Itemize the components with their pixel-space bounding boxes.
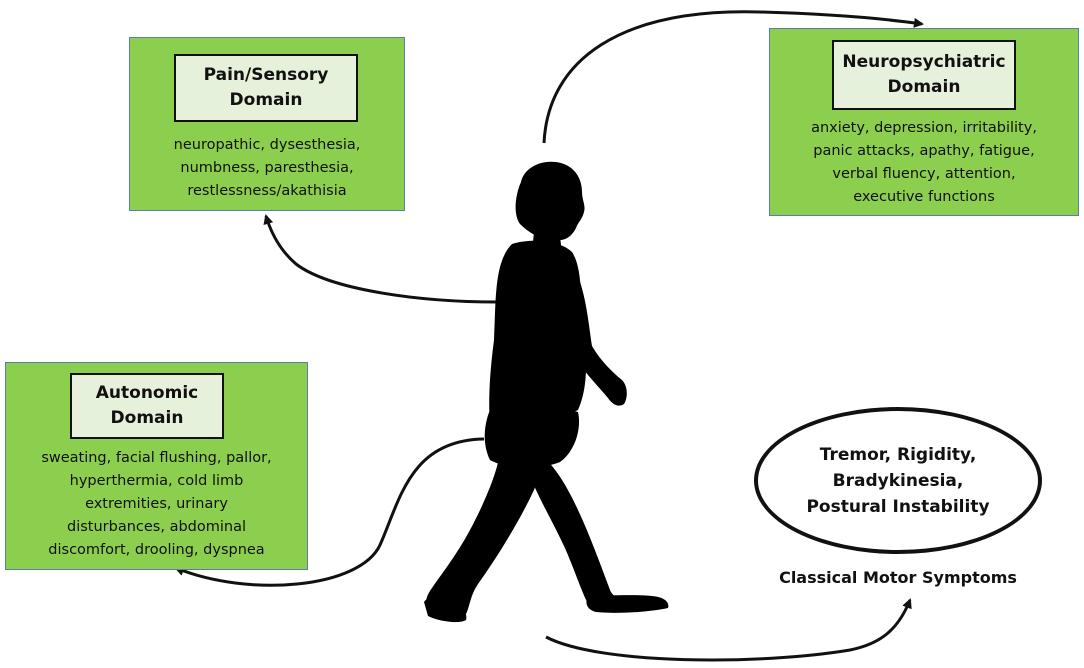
arrow-to-autonomic [174, 437, 485, 587]
symptom-line: neuropathic, dysesthesia, [173, 137, 361, 153]
walking-person-silhouette-icon [424, 161, 669, 623]
pain-sensory-symptoms: neuropathic, dysesthesia, numbness, pare… [130, 134, 404, 203]
title-line: Domain [887, 77, 961, 97]
neuropsychiatric-symptoms: anxiety, depression, irritability, panic… [770, 117, 1078, 209]
symptom-line: panic attacks, apathy, fatigue, [813, 143, 1035, 159]
symptom-line: disturbances, abdominal [67, 519, 246, 535]
symptom-line: sweating, facial flushing, pallor, [41, 450, 272, 466]
autonomic-domain-box: Autonomic Domain sweating, facial flushi… [5, 362, 308, 570]
autonomic-domain-title: Autonomic Domain [70, 373, 224, 439]
symptom-line: executive functions [853, 189, 995, 205]
symptom-line: restlessness/akathisia [187, 183, 347, 199]
title-line: Domain [110, 408, 184, 428]
title-line: Domain [229, 90, 303, 110]
pain-sensory-domain-title: Pain/Sensory Domain [174, 54, 358, 122]
symptom-line: discomfort, drooling, dyspnea [48, 542, 265, 558]
symptom-line: numbness, paresthesia, [180, 160, 354, 176]
title-line: Autonomic [95, 383, 199, 403]
arrow-to-pain-sensory [263, 214, 499, 304]
motor-symptoms-oval: Tremor, Rigidity, Bradykinesia, Postural… [754, 407, 1042, 554]
symptom-line: extremities, urinary [85, 496, 228, 512]
neuropsychiatric-domain-box: Neuropsychiatric Domain anxiety, depress… [769, 28, 1079, 216]
neuropsychiatric-domain-title: Neuropsychiatric Domain [832, 40, 1016, 110]
autonomic-symptoms: sweating, facial flushing, pallor, hyper… [6, 447, 307, 562]
symptom-line: anxiety, depression, irritability, [811, 120, 1037, 136]
symptom-line: hyperthermia, cold limb [69, 473, 244, 489]
symptom-line: verbal fluency, attention, [832, 166, 1016, 182]
motor-symptom-line: Bradykinesia, [832, 470, 964, 491]
motor-symptom-line: Postural Instability [806, 496, 990, 517]
motor-symptoms-caption: Classical Motor Symptoms [779, 568, 1017, 587]
title-line: Neuropsychiatric [842, 52, 1006, 72]
arrow-to-motor-symptoms [545, 598, 912, 662]
title-line: Pain/Sensory [203, 65, 329, 85]
pain-sensory-domain-box: Pain/Sensory Domain neuropathic, dysesth… [129, 37, 405, 211]
motor-symptom-line: Tremor, Rigidity, [819, 444, 977, 465]
arrow-to-neuropsychiatric [542, 10, 924, 144]
